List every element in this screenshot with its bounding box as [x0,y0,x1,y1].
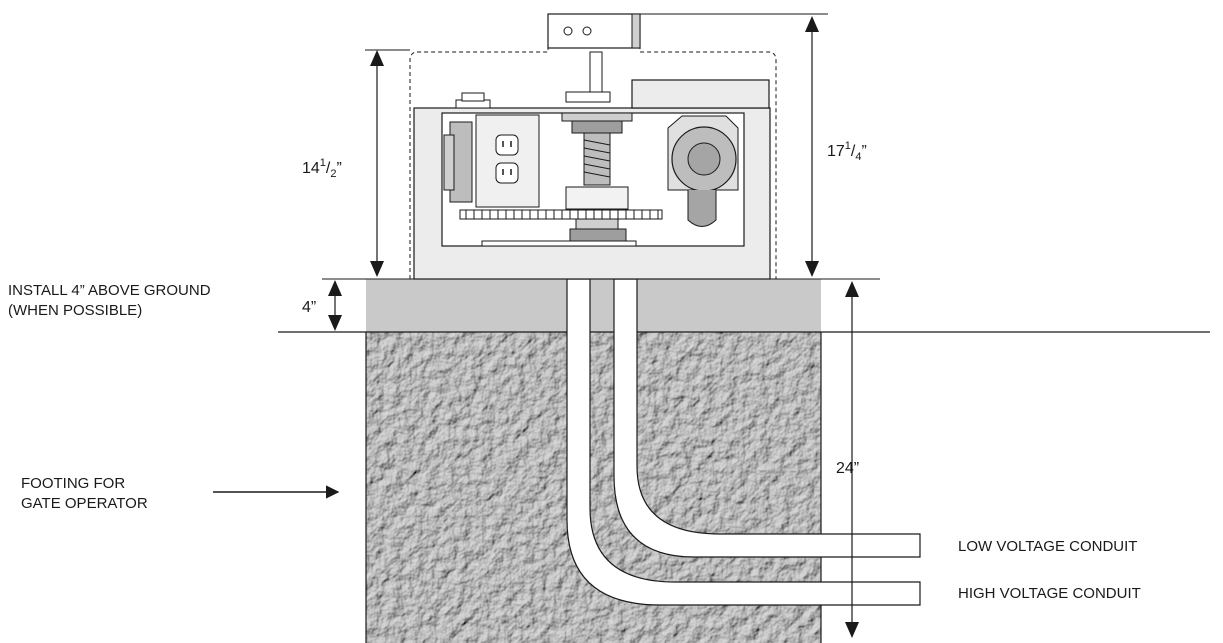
low-voltage-conduit-label: LOW VOLTAGE CONDUIT [958,538,1137,555]
install-above-ground-label: INSTALL 4” ABOVE GROUND (WHEN POSSIBLE) [8,282,215,319]
footing-depth-label: 24” [836,460,859,477]
above-ground-dimension-label: 4” [302,299,316,316]
high-voltage-conduit [566,278,921,606]
dimension-above-ground [328,280,342,331]
low-voltage-conduit [613,278,921,558]
operator-height-label: 141/2” [302,157,342,180]
gate-operator-housing [409,13,777,280]
footing-label: FOOTING FOR GATE OPERATOR [21,475,148,512]
dimension-footing-depth [845,281,859,638]
high-voltage-conduit-label: HIGH VOLTAGE CONDUIT [958,585,1141,602]
dimension-overall-height [640,13,828,277]
dimension-operator-height [365,49,410,277]
overall-height-label: 171/4” [827,140,867,163]
concrete-footing [365,332,822,643]
above-ground-pad [366,279,821,332]
